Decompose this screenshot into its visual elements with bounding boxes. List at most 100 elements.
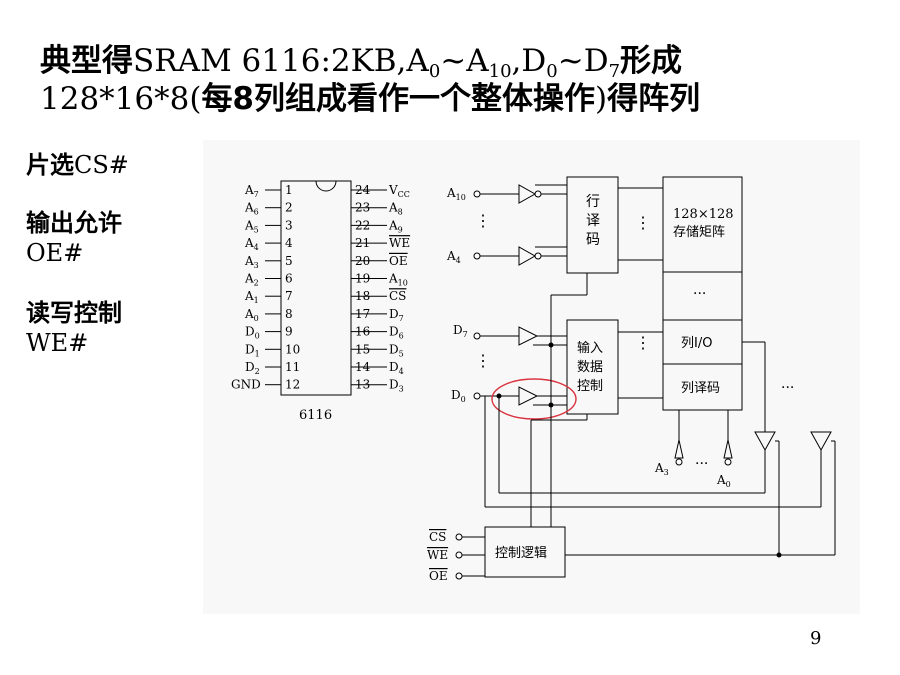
pin-6-signal: A2 bbox=[244, 272, 259, 288]
pin-23: 23 A8 bbox=[351, 201, 403, 217]
vdots-rows: ⋮ bbox=[635, 213, 651, 232]
pin-13-number: 13 bbox=[355, 378, 370, 392]
input-a10: A10 bbox=[446, 186, 466, 202]
row-decoder-label-3: 码 bbox=[586, 232, 600, 248]
col-decoder-box bbox=[662, 363, 743, 411]
input-a3: A3 bbox=[654, 461, 669, 477]
pin-20-signal: OE bbox=[389, 254, 408, 268]
col-decoder-label: 列译码 bbox=[681, 381, 720, 396]
pin-22-signal: A9 bbox=[388, 218, 403, 234]
io-control-label-1: 输入 bbox=[577, 340, 603, 356]
ctrl-oe: OE bbox=[429, 569, 448, 583]
pin-15-signal: D5 bbox=[389, 342, 404, 358]
row-decoder-box bbox=[566, 176, 619, 274]
block-labels: 行 译 码 128×128 存储矩阵 输入 数据 控制 列I/O 列译码 控制逻… bbox=[427, 186, 794, 583]
pin-19-signal: A10 bbox=[388, 272, 408, 288]
pin-8-number: 8 bbox=[285, 307, 293, 321]
pin-24: 24 VCC bbox=[351, 183, 410, 199]
pin-15: 15 D5 bbox=[351, 342, 404, 358]
pin-16: 16 D6 bbox=[351, 325, 404, 341]
buffer-a4 bbox=[518, 246, 537, 266]
pin-1-number: 1 bbox=[285, 183, 293, 197]
pin-9-signal: D0 bbox=[245, 325, 260, 341]
pin-8-signal: A0 bbox=[244, 307, 259, 323]
pin-19-number: 19 bbox=[355, 272, 370, 286]
pin-23-number: 23 bbox=[355, 201, 370, 215]
pin-9: D0 9 bbox=[245, 325, 293, 341]
buffer-d7 bbox=[518, 326, 539, 346]
side-note-cs: 片选CS# bbox=[26, 151, 129, 179]
pin-12-signal: GND bbox=[231, 378, 261, 392]
side-note-we: 读写控制 WE# bbox=[26, 299, 122, 357]
pin-24-number: 24 bbox=[355, 183, 371, 197]
pin-2: A6 2 bbox=[244, 201, 293, 217]
io-control-box bbox=[566, 319, 619, 415]
input-d7: D7 bbox=[453, 323, 468, 339]
output-buffer-1 bbox=[754, 431, 776, 452]
matrix-label-2: 存储矩阵 bbox=[673, 225, 725, 240]
dots-outputs: ··· bbox=[781, 380, 794, 396]
pin-5-signal: A3 bbox=[244, 254, 259, 270]
io-control-label-2: 数据 bbox=[577, 360, 603, 375]
control-logic-label: 控制逻辑 bbox=[495, 546, 547, 561]
pin-2-number: 2 bbox=[285, 201, 293, 215]
pin-9-number: 9 bbox=[285, 325, 293, 339]
pin-4-number: 4 bbox=[285, 236, 293, 250]
pin-17-signal: D7 bbox=[389, 307, 404, 323]
dots-matrix: ··· bbox=[693, 286, 706, 302]
pin-16-number: 16 bbox=[355, 325, 370, 339]
pin-7-signal: A1 bbox=[244, 289, 259, 305]
control-logic-box bbox=[484, 526, 566, 578]
pin-21-number: 21 bbox=[355, 236, 370, 250]
pin-11-signal: D2 bbox=[245, 360, 260, 376]
pin-5: A3 5 bbox=[244, 254, 293, 270]
col-io-label: 列I/O bbox=[681, 336, 712, 351]
buffer-a0 bbox=[723, 439, 733, 459]
pin-22-number: 22 bbox=[355, 218, 370, 232]
slide-title: 典型得SRAM 6116:2KB,A0~A10,D0~D7形成 128*16*8… bbox=[40, 42, 880, 118]
ctrl-we: WE bbox=[427, 548, 448, 562]
matrix-label-1: 128×128 bbox=[673, 207, 734, 222]
pin-16-signal: D6 bbox=[389, 325, 404, 341]
buffer-a10 bbox=[518, 184, 537, 204]
row-decoder-label-1: 行 bbox=[586, 194, 600, 210]
vdots-io: ⋮ bbox=[635, 333, 651, 352]
title-line-2: 128*16*8(每8列组成看作一个整体操作)得阵列 bbox=[40, 81, 701, 117]
pin-2-signal: A6 bbox=[244, 201, 259, 217]
pin-5-number: 5 bbox=[285, 254, 293, 268]
pin-23-signal: A8 bbox=[388, 201, 403, 217]
pin-6-number: 6 bbox=[285, 272, 293, 286]
output-buffer-2 bbox=[810, 431, 832, 452]
pin-10-number: 10 bbox=[285, 342, 300, 356]
input-a4: A4 bbox=[446, 249, 461, 265]
pin-18-number: 18 bbox=[355, 289, 370, 303]
pin-12-number: 12 bbox=[285, 378, 300, 392]
block-diagram bbox=[455, 176, 836, 580]
vdots-data: ⋮ bbox=[475, 351, 491, 370]
input-d0: D0 bbox=[451, 388, 466, 404]
title-line-1: 典型得SRAM 6116:2KB,A0~A10,D0~D7形成 bbox=[40, 43, 683, 82]
pin-7-number: 7 bbox=[285, 289, 293, 303]
chip-name: 6116 bbox=[299, 408, 332, 423]
highlight-ellipse bbox=[491, 378, 577, 420]
pin-13-signal: D3 bbox=[389, 378, 404, 394]
dots-col-addr: ··· bbox=[695, 456, 708, 472]
pin-24-signal: VCC bbox=[388, 183, 410, 199]
pin-3-number: 3 bbox=[285, 218, 293, 232]
pin-13: 13 D3 bbox=[351, 378, 404, 394]
pin-8: A0 8 bbox=[244, 307, 293, 323]
pin-14-number: 14 bbox=[355, 360, 371, 374]
pin-15-number: 15 bbox=[355, 342, 370, 356]
side-note-oe: 输出允许 OE# bbox=[26, 209, 122, 267]
